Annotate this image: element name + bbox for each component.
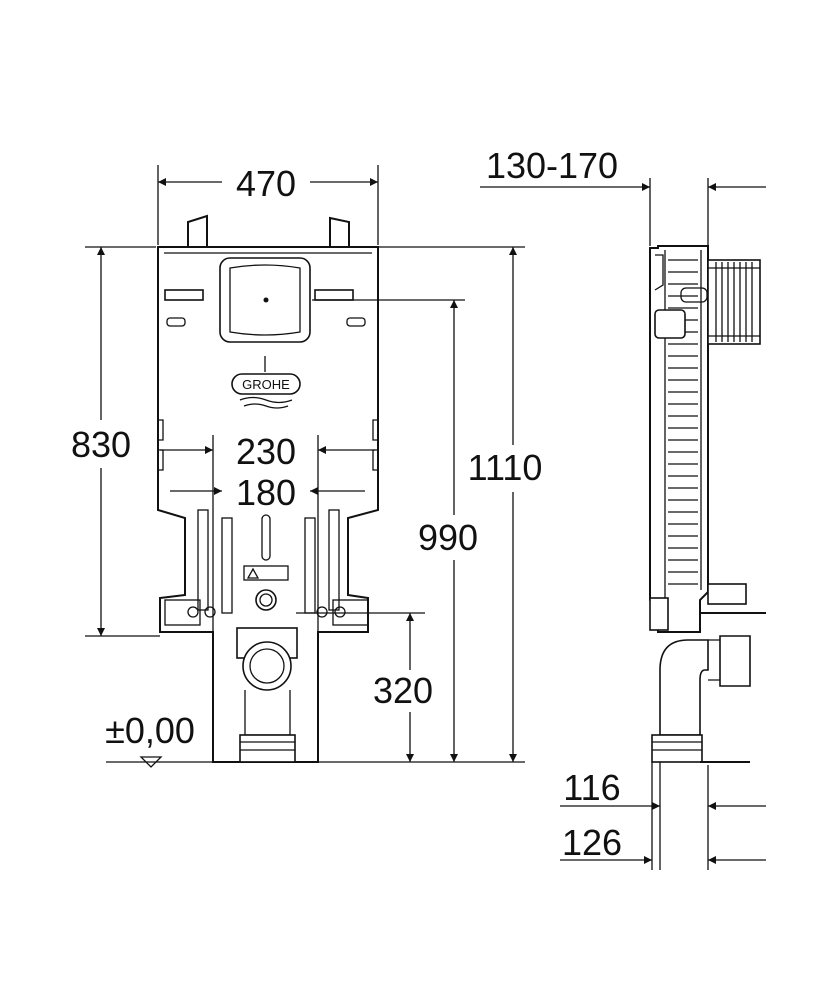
dim-height-830: 830: [71, 424, 131, 465]
warning-label: [243, 565, 289, 581]
dim-height-990: 990: [418, 517, 478, 558]
dim-height-1110: 1110: [468, 447, 543, 488]
level-triangle-icon: [139, 756, 163, 768]
side-waste-end: [651, 734, 703, 763]
dim-inner-230: 230: [236, 431, 296, 472]
grohe-logo: [231, 373, 301, 395]
front-dimensions: 470 830 230 180 1110 990 320 ±: [71, 163, 543, 768]
side-view: [649, 245, 766, 763]
left-label-pad: [164, 289, 204, 301]
right-label-pad: [314, 289, 354, 301]
side-dimensions: 130-170 116 126: [480, 145, 766, 870]
side-waste-bend: [659, 639, 709, 736]
dim-width-470: 470: [236, 163, 296, 204]
right-hook: [329, 216, 350, 247]
side-waste-socket: [719, 635, 751, 687]
dim-depth-116: 116: [563, 767, 620, 808]
level-zero-label: ±0,00: [105, 710, 195, 751]
side-ribs: [668, 259, 698, 585]
dim-depth-130-170: 130-170: [486, 145, 618, 186]
dim-height-320: 320: [373, 670, 433, 711]
waste-pipe-end: [239, 734, 296, 763]
supply-connection: [255, 589, 277, 611]
dim-depth-126: 126: [562, 822, 622, 863]
front-view: GROHE: [157, 214, 379, 763]
dim-inner-180: 180: [236, 472, 296, 513]
left-hook: [187, 214, 208, 247]
grohe-logo-text: GROHE: [242, 377, 290, 392]
side-frame-outline: [649, 245, 709, 633]
